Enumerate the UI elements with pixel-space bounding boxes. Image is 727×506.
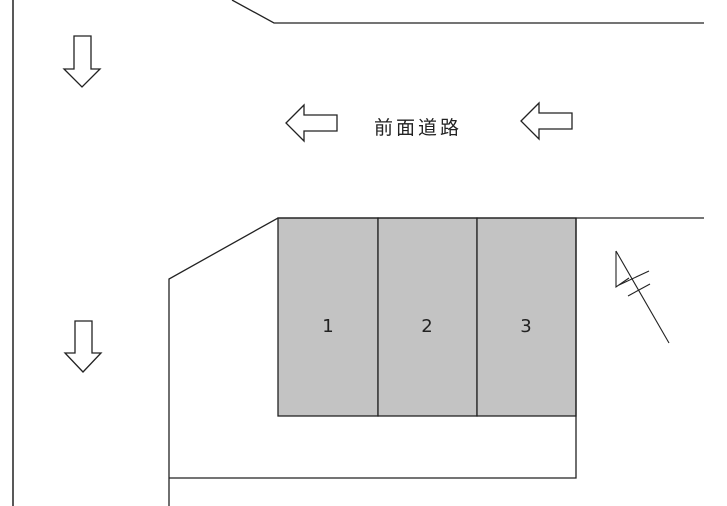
road-far-edge — [231, 0, 704, 24]
arrow-left-icon — [285, 103, 338, 143]
lot-2 — [377, 217, 478, 417]
site-boundary — [168, 217, 704, 506]
arrow-left-icon — [520, 101, 573, 141]
arrow-down-icon — [63, 320, 103, 373]
road-label: 前面道路 — [374, 117, 463, 139]
north-arrow-icon — [615, 250, 670, 344]
arrow-down-icon — [62, 35, 102, 88]
lot-1 — [277, 217, 379, 417]
lot-3-number: 3 — [520, 316, 532, 337]
lot-1-number: 1 — [322, 316, 334, 337]
site-boundary-lower — [169, 218, 577, 479]
lot-2-number: 2 — [421, 316, 433, 337]
